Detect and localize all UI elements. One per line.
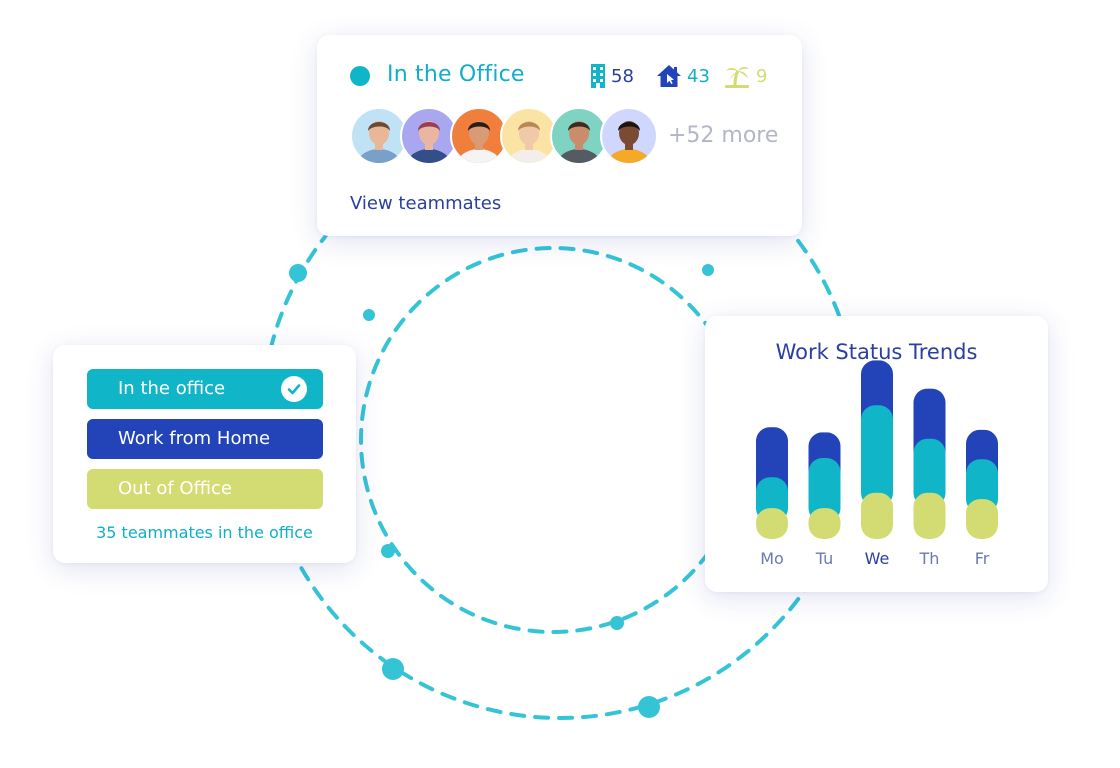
home-icon [657, 65, 681, 87]
orbit-dot [289, 264, 307, 282]
palm-tree-icon [725, 66, 749, 88]
status-option-work-from-home[interactable]: Work from Home [87, 419, 323, 459]
trends-chart: Mo Tu We Th Fr [756, 360, 998, 568]
bar-segment [808, 508, 841, 539]
inner-dashed-ring [359, 246, 747, 634]
chart-title: Work Status Trends [775, 340, 978, 364]
status-option-label: In the office [118, 378, 226, 399]
office-count-stat: 58 [590, 63, 634, 89]
status-option-label: Work from Home [118, 428, 271, 449]
bar-segment [756, 508, 788, 539]
teammate-avatar[interactable] [500, 107, 558, 165]
avatar-face-icon [457, 121, 501, 163]
orbit-dot [638, 696, 660, 718]
avatar-face-icon [407, 121, 451, 163]
bar-th [913, 388, 946, 539]
teammate-avatar[interactable] [450, 107, 508, 165]
more-teammates-label: +52 more [668, 123, 779, 148]
avatar-face-icon [357, 121, 401, 163]
status-option-label: Out of Office [118, 478, 232, 499]
orbit-dot [702, 264, 714, 276]
bar-mo [756, 427, 788, 539]
bar-segment [966, 499, 998, 539]
office-count: 58 [611, 65, 634, 87]
avatar-face-icon [507, 121, 551, 163]
teammate-avatar[interactable] [350, 107, 408, 165]
home-count-stat: 43 [656, 63, 710, 89]
office-card-header: In the Office 58 43 [350, 61, 772, 91]
bar-tu [808, 432, 841, 539]
out-count: 9 [756, 65, 768, 87]
bar-fr [966, 429, 998, 539]
out-count-stat: 9 [723, 63, 767, 89]
bar-we [861, 360, 893, 539]
orbit-dot [610, 616, 624, 630]
orbit-dot [381, 544, 395, 558]
x-tick-label: Th [919, 549, 940, 568]
x-tick-label: We [865, 549, 890, 568]
in-office-card: In the Office 58 43 [317, 35, 802, 236]
bar-segment [913, 492, 946, 539]
status-selector-card: In the office Work from Home Out of Offi… [53, 345, 356, 563]
status-option-in-office[interactable]: In the office [87, 369, 323, 409]
building-icon [591, 64, 605, 88]
teammates-in-office-count: 35 teammates in the office [96, 523, 313, 542]
x-tick-label: Mo [760, 549, 784, 568]
check-circle-icon [281, 376, 307, 402]
bar-segment [861, 405, 893, 507]
home-count: 43 [687, 65, 710, 87]
bar-segment [808, 458, 841, 523]
orbit-dot [382, 658, 404, 680]
view-teammates-link[interactable]: View teammates [350, 193, 502, 214]
office-card-title: In the Office [387, 62, 525, 87]
status-option-out-of-office[interactable]: Out of Office [87, 469, 323, 509]
avatar-face-icon [607, 121, 651, 163]
orbit-dot [363, 309, 375, 321]
teammate-avatar[interactable] [600, 107, 658, 165]
x-tick-label: Fr [975, 549, 990, 568]
bar-segment [966, 459, 998, 514]
teammate-avatar[interactable] [550, 107, 608, 165]
bar-segment [913, 438, 946, 507]
avatar-face-icon [557, 121, 601, 163]
x-tick-label: Tu [815, 549, 833, 568]
work-status-trends-card: Work Status Trends Mo Tu We Th Fr [705, 316, 1048, 592]
teammate-avatar[interactable] [400, 107, 458, 165]
bar-segment [861, 492, 893, 539]
status-dot [350, 66, 370, 86]
